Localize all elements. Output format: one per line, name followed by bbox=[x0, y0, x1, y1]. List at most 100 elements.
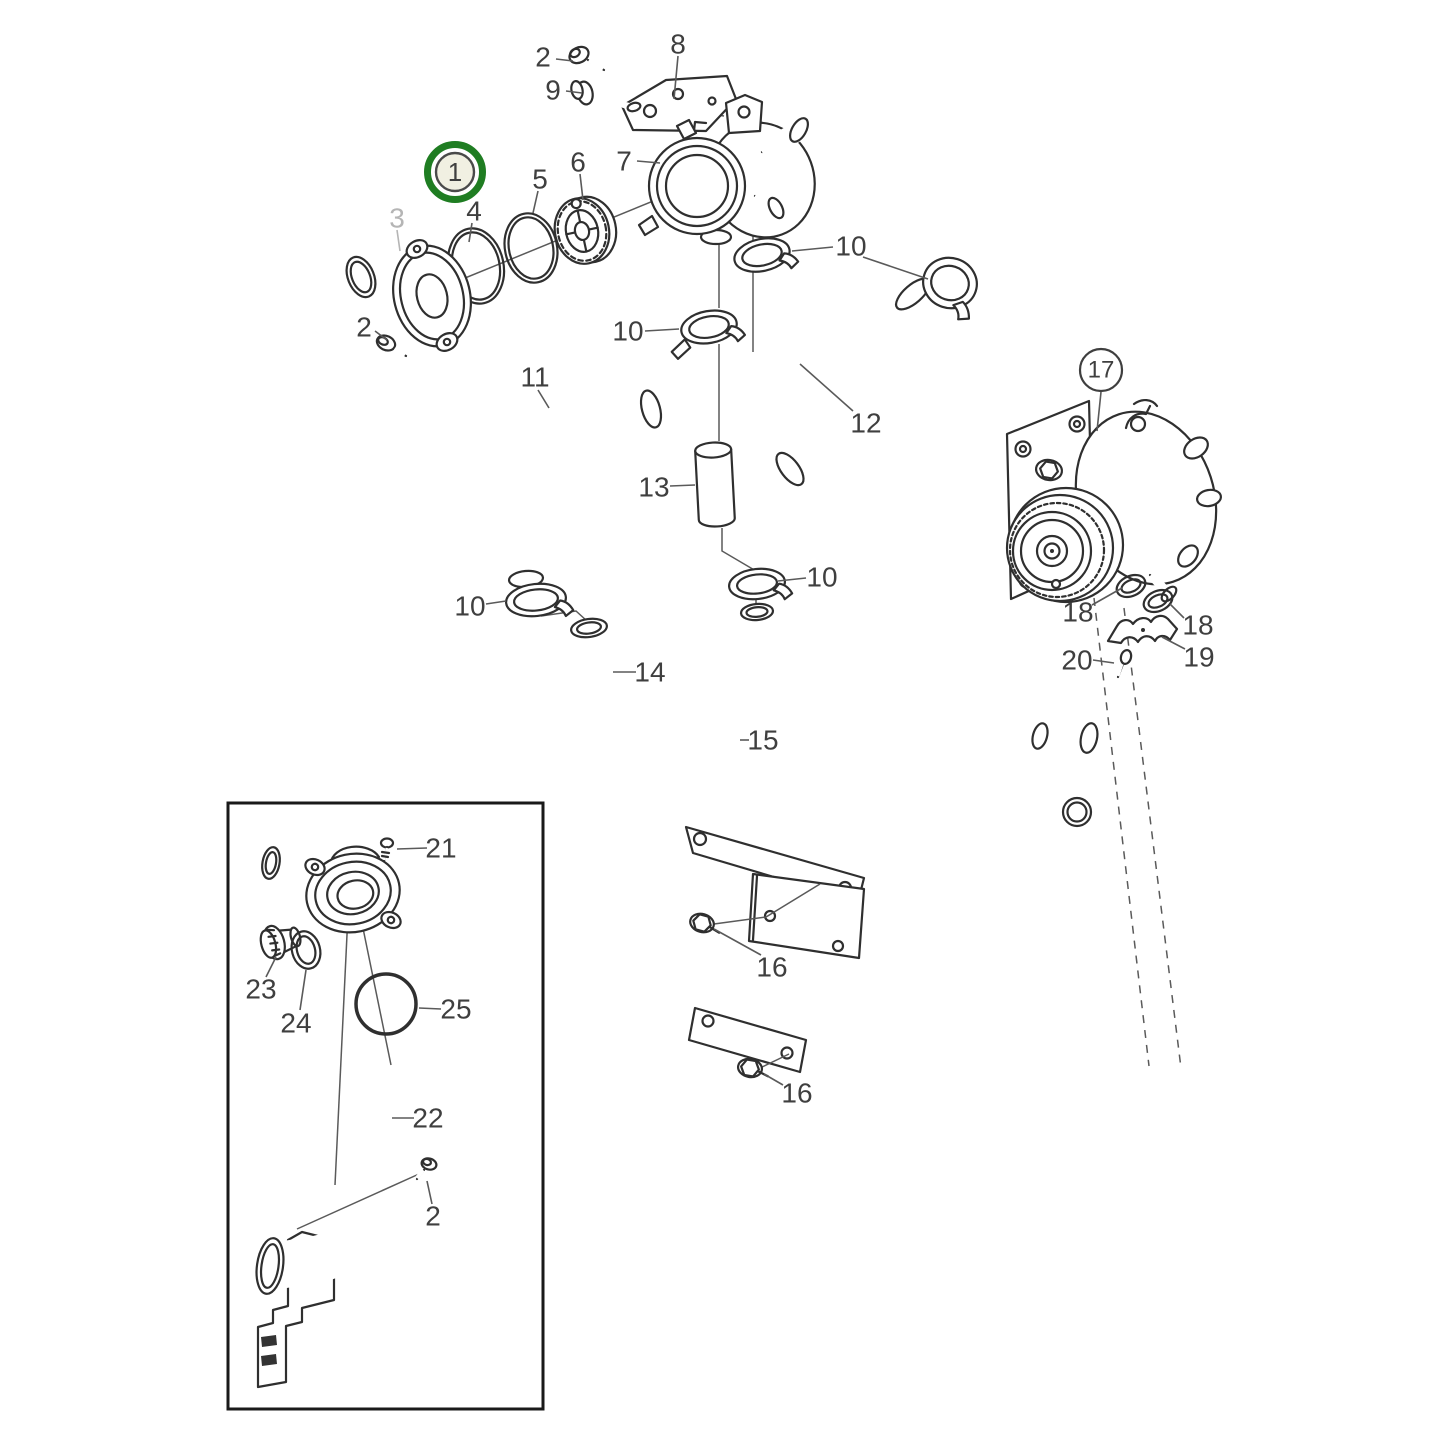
callout-leader-line bbox=[555, 58, 574, 62]
callout-21-c21[interactable]: 21 bbox=[396, 833, 457, 864]
pump-top-valve bbox=[1124, 399, 1159, 433]
callout-1-c1[interactable]: 1 bbox=[424, 141, 486, 203]
callout-number: 23 bbox=[245, 974, 276, 1005]
callout-leader-line bbox=[777, 577, 807, 582]
callout-circle bbox=[1078, 347, 1124, 393]
callout-20-c20[interactable]: 20 bbox=[1061, 645, 1115, 676]
housing-mount-ear bbox=[724, 93, 764, 135]
pipe-22 bbox=[255, 903, 385, 1295]
o-ring-18-b bbox=[1142, 588, 1174, 614]
callout-leader-line bbox=[799, 363, 854, 412]
callout-23-c23[interactable]: 23 bbox=[245, 956, 277, 1005]
callout-leader-line bbox=[763, 1073, 784, 1086]
callout-leader-line bbox=[537, 389, 550, 409]
callout-10-c10a[interactable]: 10 bbox=[791, 231, 929, 280]
hose-clamp-10-b bbox=[670, 309, 747, 360]
callout-19-c19[interactable]: 19 bbox=[1161, 636, 1215, 673]
callout-10-c10c[interactable]: 10 bbox=[454, 591, 507, 622]
callout-leader-line bbox=[1092, 659, 1115, 664]
callout-3-c3[interactable]: 3 bbox=[389, 203, 405, 252]
pipe-14-top-mouth-inner bbox=[575, 621, 603, 635]
callout-9-c9[interactable]: 9 bbox=[545, 75, 583, 106]
callout-2-c2a[interactable]: 2 bbox=[535, 42, 574, 73]
callout-leader-line bbox=[265, 956, 277, 978]
callout-10-c10d[interactable]: 10 bbox=[777, 562, 838, 593]
callout-number: 4 bbox=[466, 196, 482, 227]
callout-number: 13 bbox=[638, 472, 669, 503]
callout-number: 24 bbox=[280, 1008, 311, 1039]
pump-alignment-dashed-lines bbox=[1093, 597, 1182, 1069]
callout-leader-line bbox=[426, 1180, 433, 1205]
bolt-2-left bbox=[375, 334, 408, 358]
connection-housing-21-assy bbox=[261, 845, 402, 934]
washer-24 bbox=[290, 930, 322, 970]
callout-number: 11 bbox=[520, 362, 549, 393]
callout-number: 3 bbox=[389, 203, 405, 234]
callout-number: 7 bbox=[616, 146, 632, 177]
callout-10-c10b[interactable]: 10 bbox=[612, 316, 680, 347]
o-ring-5 bbox=[503, 212, 559, 284]
callout-leader-line bbox=[636, 160, 661, 164]
callout-13-c13[interactable]: 13 bbox=[638, 472, 696, 503]
callout-5-c5[interactable]: 5 bbox=[532, 164, 548, 214]
callout-16-c16b[interactable]: 16 bbox=[763, 1073, 813, 1109]
callout-18-c18b[interactable]: 18 bbox=[1169, 603, 1214, 641]
callout-leader-line bbox=[468, 222, 473, 243]
pump-cover-3 bbox=[345, 239, 472, 352]
callout-number: 15 bbox=[747, 725, 778, 756]
bolt-9 bbox=[570, 80, 642, 113]
o-ring-18-a bbox=[1115, 573, 1147, 599]
callout-leader-line bbox=[374, 330, 388, 341]
bracket-8 bbox=[620, 74, 738, 133]
highlight-inner-circle bbox=[434, 151, 476, 193]
pump-rear-ports bbox=[1147, 436, 1222, 603]
thermostat-housing-7 bbox=[637, 93, 816, 246]
sleeve-13 bbox=[694, 441, 736, 528]
callout-14-c14[interactable]: 14 bbox=[613, 657, 666, 688]
callout-leader-line bbox=[565, 90, 583, 94]
callout-18-c18a[interactable]: 18 bbox=[1062, 587, 1123, 628]
callout-number: 10 bbox=[454, 591, 485, 622]
callout-22-c22[interactable]: 22 bbox=[392, 1103, 444, 1134]
callout-number: 14 bbox=[634, 657, 665, 688]
callout-leader-line bbox=[299, 969, 307, 1011]
housing-hose-stub bbox=[261, 846, 318, 888]
callout-4-c4[interactable]: 4 bbox=[466, 196, 482, 243]
frame-bracket-plate bbox=[747, 872, 866, 960]
callout-2-c2c[interactable]: 2 bbox=[425, 1180, 441, 1232]
callout-6-c6[interactable]: 6 bbox=[570, 147, 586, 201]
callout-24-c24[interactable]: 24 bbox=[280, 969, 312, 1039]
callout-leader-line bbox=[396, 229, 401, 252]
callout-leader-line bbox=[396, 847, 428, 850]
callout-leader-line bbox=[532, 190, 539, 214]
callout-number: 22 bbox=[412, 1103, 443, 1134]
inset-detail-box bbox=[226, 801, 545, 1411]
callout-leader-line bbox=[1096, 391, 1102, 432]
callout-leader-line bbox=[485, 600, 507, 605]
callout-number: 9 bbox=[545, 75, 561, 106]
callout-8-c8[interactable]: 8 bbox=[670, 29, 686, 100]
callout-12-c12[interactable]: 12 bbox=[799, 363, 882, 439]
callout-leader-line bbox=[791, 246, 834, 252]
callout-number: 2 bbox=[356, 312, 372, 343]
callout-15-c15[interactable]: 15 bbox=[740, 725, 779, 756]
hose-clamp-10-c bbox=[505, 582, 575, 618]
callout-11-c11[interactable]: 11 bbox=[520, 362, 550, 409]
callout-17-c17[interactable]: 17 bbox=[1078, 347, 1124, 432]
callout-2-c2b[interactable]: 2 bbox=[356, 312, 388, 343]
callout-leader-line bbox=[1161, 636, 1186, 650]
pipe-collar-ring bbox=[1061, 796, 1093, 828]
callout-number: 20 bbox=[1061, 645, 1092, 676]
callout-leader-line bbox=[862, 256, 929, 280]
callout-16-c16a[interactable]: 16 bbox=[713, 928, 788, 983]
callout-7-c7[interactable]: 7 bbox=[616, 146, 661, 177]
callout-25-c25[interactable]: 25 bbox=[418, 994, 472, 1025]
callout-number: 19 bbox=[1183, 642, 1214, 673]
callout-leader-line bbox=[713, 928, 762, 956]
bolt-21 bbox=[379, 837, 395, 863]
callout-leader-line bbox=[1169, 603, 1185, 619]
callout-leader-line bbox=[579, 173, 584, 201]
callout-number: 10 bbox=[612, 316, 643, 347]
